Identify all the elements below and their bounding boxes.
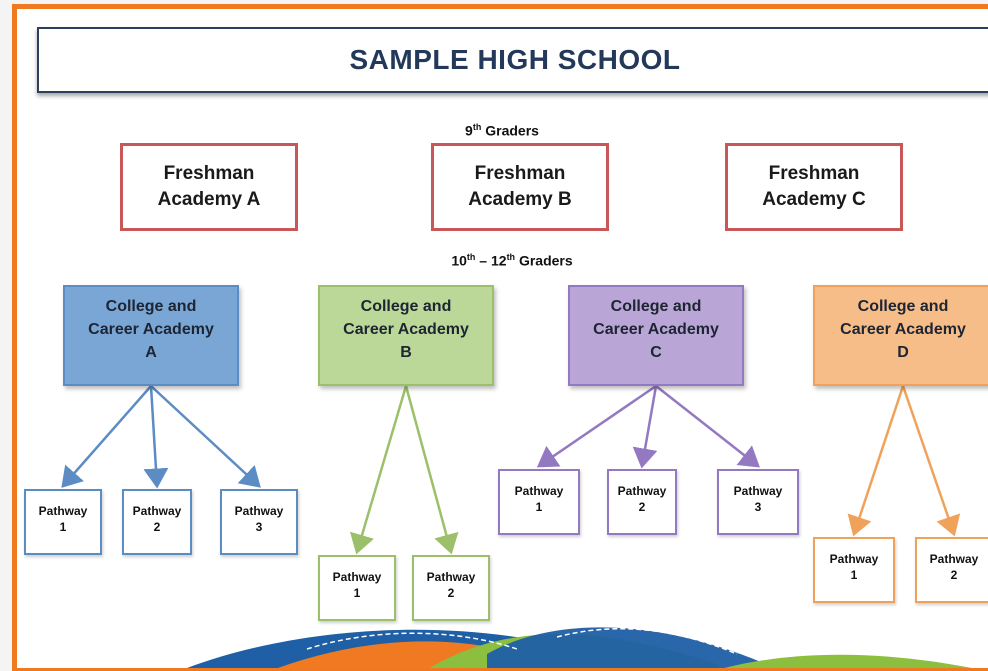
freshman-line1: Freshman [474, 163, 566, 184]
academy-line1: College and [610, 298, 702, 315]
grade-9-label: 9th Graders [465, 122, 539, 139]
pathway-number: 1 [535, 500, 543, 514]
academy-line3: A [145, 344, 157, 361]
pathway-number: 2 [153, 520, 161, 534]
pathway-box: Pathway 2 [607, 469, 677, 535]
connector-arrow [143, 385, 169, 489]
pathway-box: Pathway 2 [122, 489, 192, 555]
pathway-label: Pathway [929, 552, 979, 566]
pathway-box: Pathway 1 [813, 537, 895, 603]
pathway-number: 2 [447, 586, 455, 600]
academy-line2: Career Academy [343, 321, 469, 338]
pathway-number: 3 [754, 500, 762, 514]
pathway-label: Pathway [132, 504, 182, 518]
connector-arrow [404, 385, 459, 555]
pathway-label: Pathway [514, 484, 564, 498]
academy-line1: College and [360, 298, 452, 315]
academy-line3: C [650, 344, 662, 361]
connector-arrow [349, 385, 408, 555]
connector-lines [61, 384, 961, 555]
pathway-number: 2 [638, 500, 646, 514]
connector-arrow [847, 385, 905, 537]
connector-arrow [536, 384, 657, 468]
pathway-box: Pathway 1 [498, 469, 580, 535]
freshman-line2: Academy B [468, 189, 572, 210]
academy-line2: Career Academy [593, 321, 719, 338]
pathway-box: Pathway 3 [220, 489, 298, 555]
grade-10-12-label: 10th – 12th Graders [451, 252, 573, 269]
pathway-box: Pathway 2 [915, 537, 988, 603]
pathway-box: Pathway 1 [24, 489, 102, 555]
academy-line2: Career Academy [840, 321, 966, 338]
academy-line1: College and [857, 298, 949, 315]
pathway-label: Pathway [617, 484, 667, 498]
page-title: SAMPLE HIGH SCHOOL [349, 44, 681, 75]
freshman-line1: Freshman [768, 163, 860, 184]
pathway-label: Pathway [234, 504, 284, 518]
decorative-swoosh [187, 627, 972, 668]
pathway-number: 3 [255, 520, 263, 534]
freshman-line2: Academy C [762, 189, 866, 210]
academy-line3: D [897, 344, 909, 361]
pathway-number: 1 [353, 586, 361, 600]
pathway-label: Pathway [829, 552, 879, 566]
connector-arrow [901, 385, 961, 537]
connector-arrow [61, 385, 152, 488]
connector-arrow [632, 385, 658, 469]
pathway-label: Pathway [426, 570, 476, 584]
pathway-number: 1 [850, 568, 858, 582]
pathway-number: 1 [59, 520, 67, 534]
academy-line2: Career Academy [88, 321, 214, 338]
pathway-label: Pathway [332, 570, 382, 584]
freshman-line1: Freshman [163, 163, 255, 184]
pathway-number: 2 [950, 568, 958, 582]
pathway-box: Pathway 1 [318, 555, 396, 621]
connector-arrow [150, 385, 261, 488]
pathway-label: Pathway [733, 484, 783, 498]
pathway-box: Pathway 2 [412, 555, 490, 621]
title-box: SAMPLE HIGH SCHOOL [37, 27, 988, 93]
academy-line1: College and [105, 298, 197, 315]
pathway-box: Pathway 3 [717, 469, 799, 535]
connector-arrow [655, 385, 760, 468]
freshman-line2: Academy A [157, 189, 261, 210]
pathway-label: Pathway [38, 504, 88, 518]
academy-line3: B [400, 344, 412, 361]
